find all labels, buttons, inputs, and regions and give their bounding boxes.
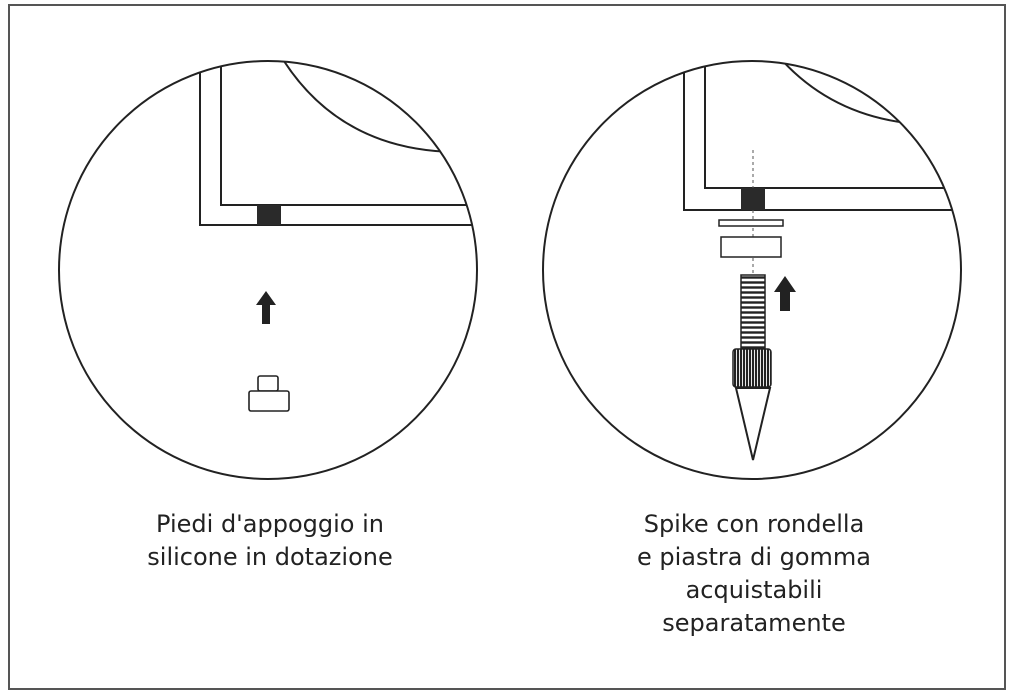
caption-silicone-feet: Piedi d'appoggio in silicone in dotazion… (60, 508, 480, 574)
spike-kit-panel (542, 60, 962, 480)
detail-circle (58, 60, 478, 480)
rubber-plate-icon (720, 236, 782, 258)
caption-line: acquistabili (685, 576, 823, 604)
cabinet-inner-edge (220, 61, 477, 206)
silicone-feet-panel (58, 60, 478, 480)
spike-icon (732, 274, 772, 461)
spike-thread (740, 274, 766, 350)
speaker-curve (281, 61, 456, 153)
caption-line: e piastra di gomma (636, 543, 872, 571)
washer-icon (718, 219, 784, 227)
spike-tip (734, 387, 772, 461)
detail-circle (542, 60, 962, 480)
caption-line: Piedi d'appoggio in (156, 510, 384, 538)
arrow-up-icon (256, 291, 276, 324)
foot-mount-block (257, 205, 281, 225)
cabinet-outer-edge (199, 61, 477, 226)
cabinet-outer-edge (683, 61, 961, 211)
caption-line: separatamente (662, 609, 846, 637)
cabinet-inner-edge (704, 61, 961, 189)
caption-line: Spike con rondella (643, 510, 865, 538)
caption-line: silicone in dotazione (147, 543, 393, 571)
spike-mount-block (741, 188, 765, 210)
silicone-foot-icon (248, 375, 290, 412)
spike-knurled-nut (732, 348, 772, 388)
caption-spike-kit: Spike con rondella e piastra di gomma ac… (544, 508, 964, 640)
arrow-up-icon (774, 276, 796, 311)
